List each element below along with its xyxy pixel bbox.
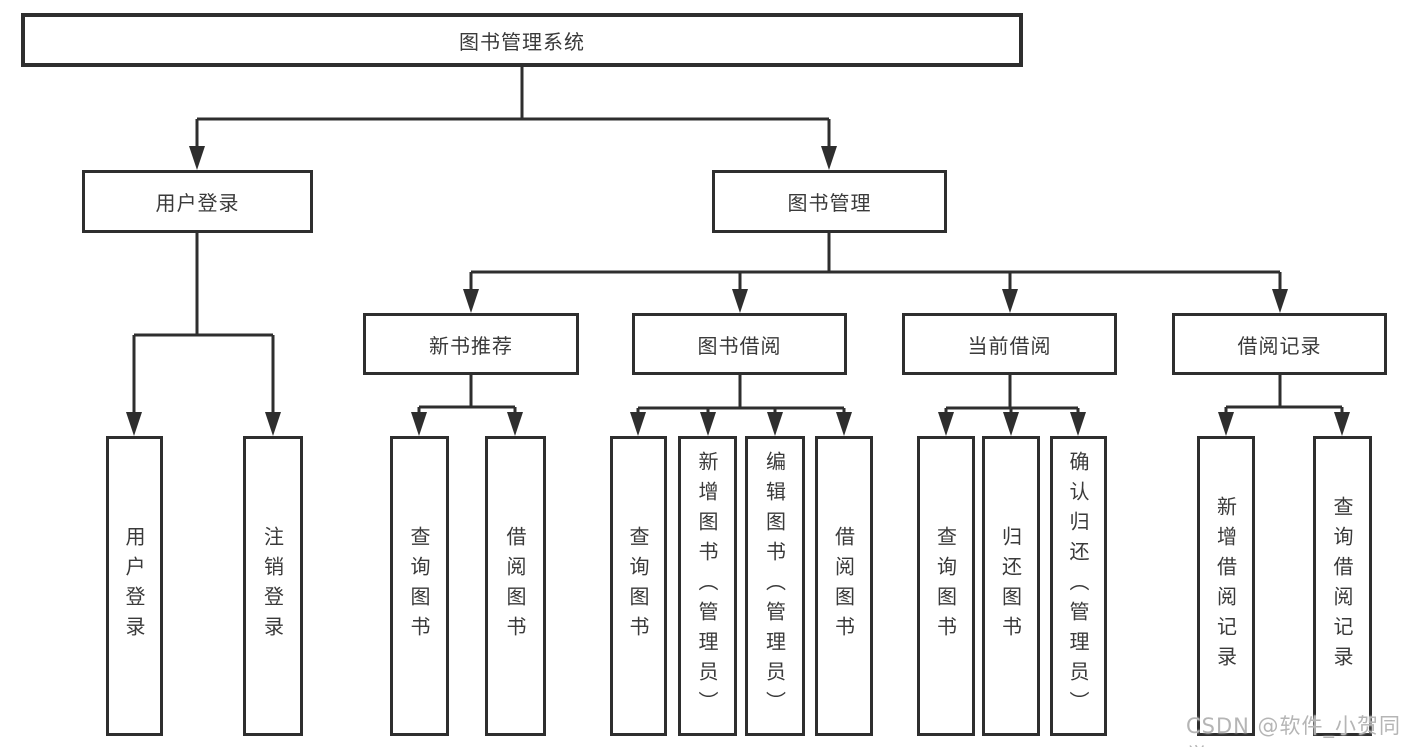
leaf-logout: 注销登录 (243, 436, 303, 736)
leaf-return-books: 归还图书 (982, 436, 1040, 736)
leaf-user-login: 用户登录 (106, 436, 163, 736)
leaf-edit-book-admin: 编辑图书（管理员） (745, 436, 805, 736)
node-borrowing-records: 借阅记录 (1172, 313, 1387, 375)
node-new-book-recommendation: 新书推荐 (363, 313, 579, 375)
node-book-management: 图书管理 (712, 170, 947, 233)
leaf-query-books-current: 查询图书 (917, 436, 975, 736)
node-book-borrowing: 图书借阅 (632, 313, 847, 375)
leaf-add-borrow-record: 新增借阅记录 (1197, 436, 1255, 736)
leaf-query-books-recommend: 查询图书 (390, 436, 449, 736)
leaf-confirm-return-admin: 确认归还（管理员） (1050, 436, 1107, 736)
leaf-add-book-admin: 新增图书（管理员） (678, 436, 737, 736)
leaf-borrow-books: 借阅图书 (815, 436, 873, 736)
node-current-borrowing: 当前借阅 (902, 313, 1117, 375)
leaf-query-books-borrowing: 查询图书 (610, 436, 667, 736)
node-user-login: 用户登录 (82, 170, 313, 233)
node-library-management-system: 图书管理系统 (21, 13, 1023, 67)
leaf-query-borrow-record: 查询借阅记录 (1313, 436, 1372, 736)
arrowheads (126, 146, 1350, 436)
leaf-borrow-books-recommend: 借阅图书 (485, 436, 546, 736)
